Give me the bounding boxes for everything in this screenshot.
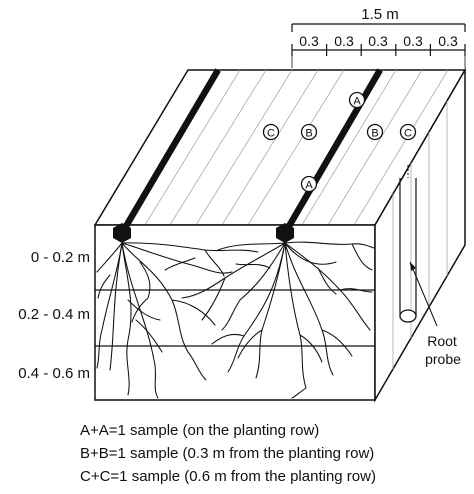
depth-label: 0.4 - 0.6 m: [18, 365, 90, 382]
block-front-face: [94, 224, 376, 401]
top-face-guides: [144, 69, 449, 226]
root-probe-label: Root: [427, 333, 457, 349]
depth-label: 0 - 0.2 m: [31, 249, 90, 266]
svg-text:C: C: [267, 128, 275, 140]
scale-segment-label: 0.3: [438, 33, 458, 49]
svg-text:C: C: [404, 128, 412, 140]
side-face-guides: [392, 101, 448, 369]
scale-segment-label: 0.3: [299, 33, 319, 49]
legend-line-c: C+C=1 sample (0.6 m from the planting ro…: [80, 468, 376, 485]
root-probe-pointer: [409, 261, 438, 327]
sample-marker-c-right: C: [399, 123, 417, 141]
legend-line-b: B+B=1 sample (0.3 m from the planting ro…: [80, 445, 375, 462]
planting-row: [119, 68, 221, 235]
sample-marker-c-left: C: [262, 123, 280, 141]
depth-label: 0.2 - 0.4 m: [18, 306, 90, 323]
block-side-face: [374, 67, 466, 403]
root-probe-label: probe: [425, 351, 461, 367]
sample-marker-a-upper: A: [348, 91, 366, 109]
plant-stem: [276, 223, 294, 243]
svg-text:B: B: [371, 128, 378, 140]
scale-segment-label: 0.3: [403, 33, 423, 49]
svg-text:A: A: [353, 96, 361, 108]
sample-marker-b-left: B: [300, 123, 318, 141]
sample-marker-a-lower: A: [300, 175, 318, 193]
svg-text:B: B: [305, 128, 312, 140]
root-system: [96, 241, 375, 399]
root-probe: [399, 165, 417, 323]
scale-segment-label: 0.3: [334, 33, 354, 49]
scale-total-label: 1.5 m: [361, 6, 399, 23]
plant-stem: [113, 223, 131, 243]
scale-segment-label: 0.3: [368, 33, 388, 49]
scale-bar: [291, 23, 466, 68]
sample-marker-b-right: B: [366, 123, 384, 141]
svg-text:A: A: [305, 180, 313, 192]
root-probe-arrowhead: [410, 262, 416, 271]
legend-line-a: A+A=1 sample (on the planting row): [80, 422, 320, 439]
